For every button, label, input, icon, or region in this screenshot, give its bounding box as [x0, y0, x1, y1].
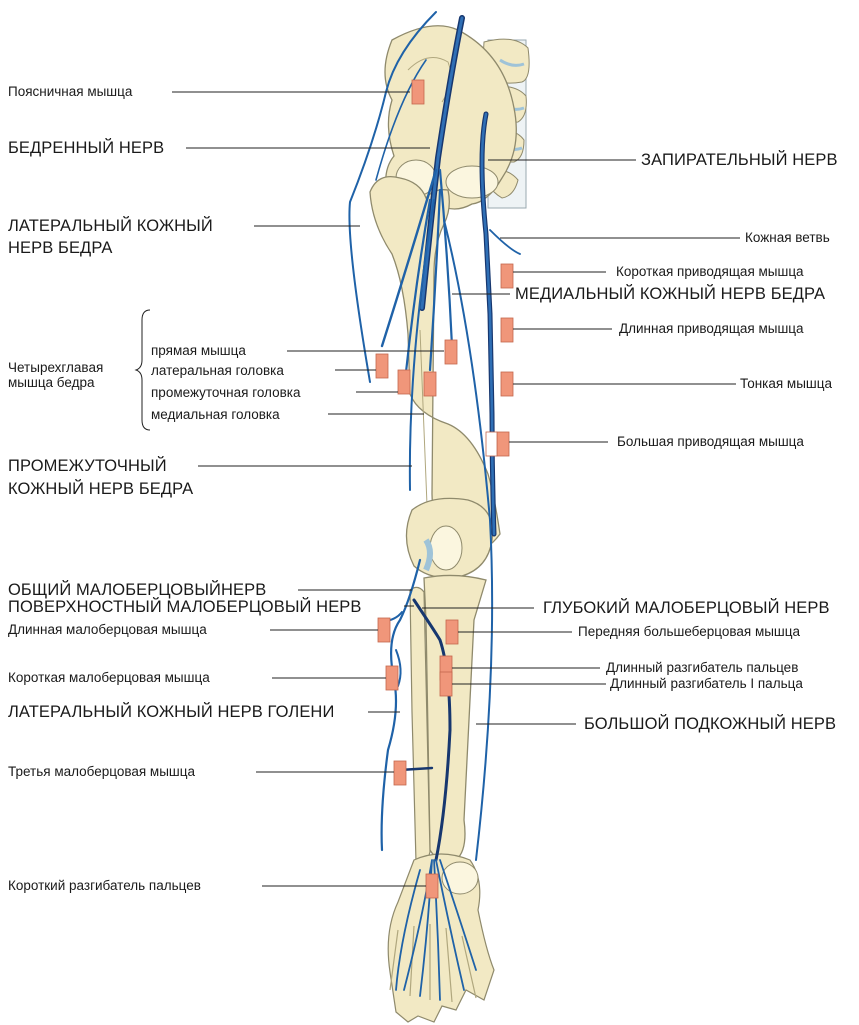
label-peroneus-tertius: Третья малоберцовая мышца: [8, 765, 195, 779]
label-superficial-peroneal: ПОВЕРХНОСТНЫЙ МАЛОБЕРЦОВЫЙ НЕРВ: [8, 599, 362, 616]
label-adductor-longus: Длинная приводящая мышца: [619, 322, 804, 336]
marker-med-head: [424, 372, 436, 396]
label-medial-cutaneous-thigh: МЕДИАЛЬНЫЙ КОЖНЫЙ НЕРВ БЕДРА: [515, 286, 825, 303]
label-common-peroneal: ОБЩИЙ МАЛОБЕРЦОВЫЙНЕРВ: [8, 582, 266, 599]
marker-add-magnus: [497, 432, 509, 456]
label-peroneus-brevis: Короткая малоберцовая мышца: [8, 671, 210, 685]
marker-add-longus: [501, 318, 513, 342]
label-adductor-brevis: Короткая приводящая мышца: [616, 265, 804, 279]
marker-rectus: [445, 340, 457, 364]
label-medial-head: медиальная головка: [151, 408, 280, 422]
marker-peroneus-longus: [378, 618, 390, 642]
label-obturator-nerve: ЗАПИРАТЕЛЬНЫЙ НЕРВ: [641, 152, 838, 169]
label-peroneus-longus: Длинная малоберцовая мышца: [8, 623, 207, 637]
label-lateral-cutaneous-thigh-line1: ЛАТЕРАЛЬНЫЙ КОЖНЫЙ: [8, 218, 213, 235]
label-gracilis: Тонкая мышца: [740, 377, 832, 391]
marker-ext-hal-longus: [440, 672, 452, 696]
label-intermediate-cutaneous-line2: КОЖНЫЙ НЕРВ БЕДРА: [8, 481, 193, 498]
marker-ext-dig-brevis: [426, 874, 438, 898]
label-rectus-femoris: прямая мышца: [151, 344, 246, 358]
label-cutaneous-branch: Кожная ветвь: [745, 231, 830, 245]
marker-tib-ant: [446, 620, 458, 644]
tibia-fibula-bones: [410, 575, 486, 863]
label-quadriceps-line2: мышца бедра: [8, 376, 95, 390]
label-intermediate-head: промежуточная головка: [151, 386, 300, 400]
label-extensor-digitorum-brevis: Короткий разгибатель пальцев: [8, 879, 201, 893]
label-extensor-digitorum-longus: Длинный разгибатель пальцев: [606, 661, 798, 675]
label-quadriceps-line1: Четырехглавая: [8, 361, 103, 375]
label-extensor-hallucis-longus: Длинный разгибатель I пальца: [610, 677, 803, 691]
label-deep-peroneal: ГЛУБОКИЙ МАЛОБЕРЦОВЫЙ НЕРВ: [543, 600, 830, 617]
marker-psoas: [412, 80, 424, 104]
marker-lat-head: [376, 354, 388, 378]
marker-peroneus-brevis: [386, 666, 398, 690]
marker-peroneus-tertius: [394, 761, 406, 785]
label-psoas: Поясничная мышца: [8, 85, 132, 99]
femur-bone: [370, 177, 500, 554]
marker-add-brevis: [501, 264, 513, 288]
label-lateral-cutaneous-leg: ЛАТЕРАЛЬНЫЙ КОЖНЫЙ НЕРВ ГОЛЕНИ: [8, 704, 334, 721]
label-lateral-cutaneous-thigh-line2: НЕРВ БЕДРА: [8, 240, 112, 257]
marker-int-head: [398, 370, 410, 394]
marker-gracilis: [501, 372, 513, 396]
label-saphenous-nerve: БОЛЬШОЙ ПОДКОЖНЫЙ НЕРВ: [584, 716, 836, 733]
label-femoral-nerve: БЕДРЕННЫЙ НЕРВ: [8, 140, 164, 157]
label-adductor-magnus: Большая приводящая мышца: [617, 435, 804, 449]
label-tibialis-anterior: Передняя большеберцовая мышца: [578, 625, 800, 639]
quadriceps-brace: [136, 310, 150, 430]
label-intermediate-cutaneous-line1: ПРОМЕЖУТОЧНЫЙ: [8, 458, 167, 475]
label-lateral-head: латеральная головка: [151, 364, 284, 378]
